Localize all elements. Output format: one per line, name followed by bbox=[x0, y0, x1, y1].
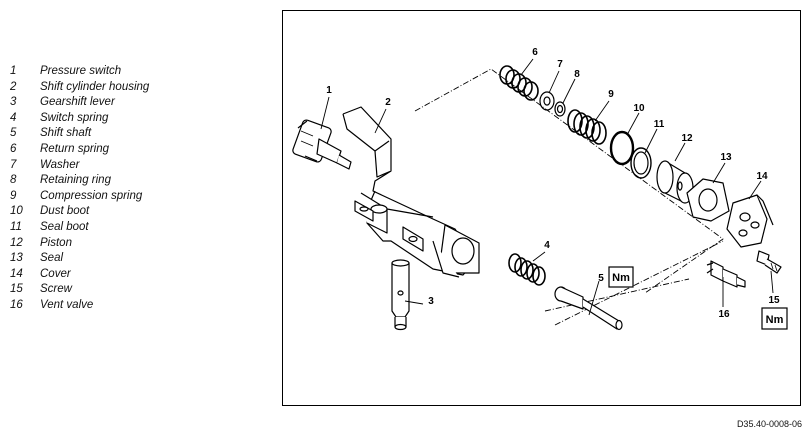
screw-part bbox=[756, 250, 782, 274]
callout-8: 8 bbox=[574, 69, 580, 80]
washer-part bbox=[539, 91, 555, 111]
gearshift-lever-part bbox=[391, 259, 410, 331]
torque-label-screw: Nm bbox=[766, 314, 784, 326]
callout-leader-lines bbox=[320, 58, 774, 316]
callout-16: 16 bbox=[718, 309, 730, 320]
callout-3: 3 bbox=[428, 296, 434, 307]
shift-shaft-part bbox=[554, 286, 623, 331]
compression-spring-part bbox=[567, 109, 607, 145]
exploded-view-diagram: 1 2 3 4 5 6 7 8 9 10 11 12 13 14 15 16 N… bbox=[292, 47, 788, 331]
piston-part bbox=[656, 160, 694, 204]
seal-boot-part bbox=[630, 147, 652, 179]
pressure-switch-part bbox=[292, 119, 352, 170]
callout-6: 6 bbox=[532, 47, 538, 58]
callout-14: 14 bbox=[756, 171, 768, 182]
shift-cylinder-housing-part bbox=[342, 106, 480, 278]
vent-valve-part bbox=[706, 260, 746, 288]
callout-10: 10 bbox=[633, 103, 645, 114]
seal-part bbox=[686, 178, 730, 222]
torque-box-screw: Nm bbox=[761, 307, 788, 330]
callout-7: 7 bbox=[557, 59, 563, 70]
callout-9: 9 bbox=[608, 89, 614, 100]
torque-box-shaft: Nm bbox=[608, 266, 634, 288]
callout-13: 13 bbox=[720, 152, 732, 163]
assembly-axis-line bbox=[414, 68, 724, 326]
torque-label-shaft: Nm bbox=[612, 272, 630, 284]
retaining-ring-part bbox=[554, 101, 566, 117]
callout-15: 15 bbox=[768, 295, 780, 306]
cover-part bbox=[726, 194, 774, 248]
callout-4: 4 bbox=[544, 240, 550, 251]
callout-5: 5 bbox=[598, 273, 604, 284]
callout-2: 2 bbox=[385, 97, 391, 108]
callout-12: 12 bbox=[681, 133, 693, 144]
dust-boot-part bbox=[609, 130, 635, 166]
callout-1: 1 bbox=[326, 85, 332, 96]
callout-11: 11 bbox=[654, 119, 665, 130]
exploded-view-frame: 1 2 3 4 5 6 7 8 9 10 11 12 13 14 15 16 N… bbox=[282, 10, 801, 406]
document-code: D35.40-0008-06 bbox=[736, 419, 802, 429]
switch-spring-part bbox=[508, 253, 546, 286]
return-spring-part bbox=[499, 65, 539, 101]
